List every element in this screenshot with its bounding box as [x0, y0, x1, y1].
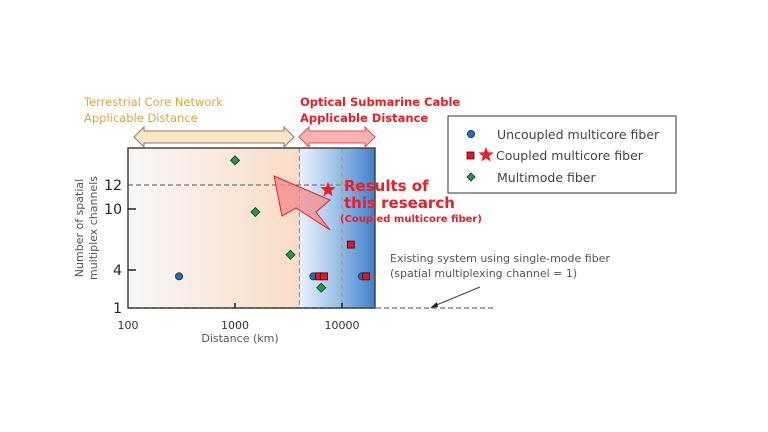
results-label-line2: this research: [344, 194, 455, 212]
x-tick-label-1000: 1000: [221, 319, 249, 332]
existing-system-line1: Existing system using single-mode fiber: [390, 252, 610, 265]
y-tick-label-1: 1: [113, 301, 122, 317]
plot-frame: [127, 147, 376, 309]
legend-star-icon: [478, 147, 494, 162]
data-point-diamond-1: [250, 206, 261, 218]
data-point-diamond-3: [316, 282, 327, 293]
legend-label-uncoupled: Uncoupled multicore fiber: [497, 127, 660, 142]
x-tick-label-10000: 10000: [325, 319, 360, 332]
legend-label-coupled: Coupled multicore fiber: [496, 148, 644, 163]
results-label-line1: Results of: [344, 177, 429, 195]
terrestrial-region-background: [128, 148, 300, 308]
terrestrial-label-line1: Terrestrial Core Network: [83, 95, 223, 109]
data-point-square-3: [362, 272, 371, 281]
results-pointer-arrow: [273, 175, 331, 231]
x-axis-title: Distance (km): [201, 332, 278, 345]
x-tick-label-100: 100: [118, 319, 139, 332]
legend-diamond-icon: [466, 172, 476, 182]
data-point-square-1: [320, 272, 328, 281]
y-axis-title-line1: Number of spatial: [73, 179, 86, 277]
data-point-diamond-0: [229, 155, 241, 166]
terrestrial-range-arrow: [133, 125, 295, 149]
submarine-range-arrow: [298, 125, 376, 149]
results-label-line3: (Coupled multicore fiber): [340, 214, 482, 225]
data-point-square-2: [346, 240, 355, 249]
existing-system-pointer-line: [433, 286, 481, 307]
data-point-diamond-2: [285, 249, 296, 260]
legend: Uncoupled multicore fiber Coupled multic…: [447, 115, 677, 194]
submarine-label-line1: Optical Submarine Cable: [300, 95, 460, 109]
results-star-marker: [320, 181, 336, 197]
submarine-label-line2: Applicable Distance: [300, 111, 428, 125]
legend-label-multimode: Multimode fiber: [497, 170, 596, 185]
existing-system-line2: (spatial multiplexing channel = 1): [390, 267, 577, 280]
legend-square-icon: [466, 151, 475, 160]
submarine-region-background: [299, 148, 375, 308]
data-point-circle-0: [175, 272, 184, 281]
y-tick-label-4: 4: [113, 263, 122, 279]
y-tick-label-10: 10: [104, 202, 122, 218]
existing-system-arrowhead-icon: [430, 302, 438, 308]
y-axis-title-line2: multiplex channels: [87, 176, 100, 280]
y-tick-label-12: 12: [104, 178, 122, 194]
legend-circle-icon: [466, 129, 475, 138]
terrestrial-label-line2: Applicable Distance: [84, 111, 198, 125]
